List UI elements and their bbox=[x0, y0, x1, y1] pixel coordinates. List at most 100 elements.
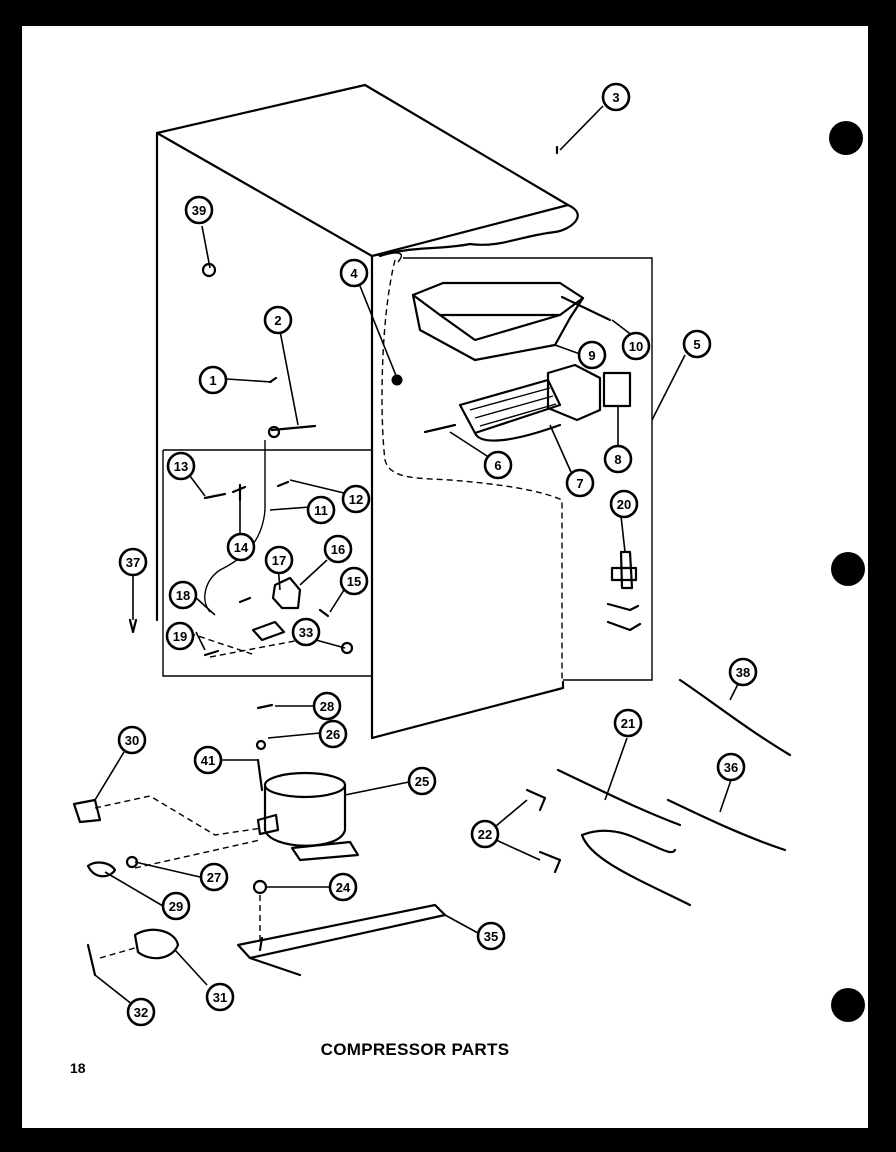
callout-12: 12 bbox=[341, 484, 371, 514]
harness-21 bbox=[556, 768, 682, 827]
callout-label: 28 bbox=[320, 699, 334, 714]
callout-14: 14 bbox=[226, 532, 256, 562]
callout-6: 6 bbox=[483, 450, 513, 480]
callout-37: 37 bbox=[118, 547, 148, 577]
base-rail bbox=[236, 903, 447, 977]
callout-label: 4 bbox=[350, 266, 358, 281]
callout-label: 24 bbox=[336, 880, 351, 895]
callout-32: 32 bbox=[126, 997, 156, 1027]
callout-27: 28 bbox=[312, 691, 342, 721]
callout-label: 14 bbox=[234, 540, 249, 555]
callout-4: 4 bbox=[339, 258, 369, 288]
compressor bbox=[94, 703, 360, 945]
callout-label: 12 bbox=[349, 492, 363, 507]
callout-label: 29 bbox=[169, 899, 183, 914]
punch-hole bbox=[831, 988, 865, 1022]
callout-label: 31 bbox=[213, 990, 227, 1005]
callout-15: 15 bbox=[339, 566, 369, 596]
callout-7: 7 bbox=[565, 468, 595, 498]
callout-21: 21 bbox=[613, 708, 643, 738]
callout-label: 35 bbox=[484, 929, 498, 944]
harness-38 bbox=[678, 678, 792, 757]
callout-label: 36 bbox=[724, 760, 738, 775]
callout-3: 3 bbox=[601, 82, 631, 112]
callout-1: 1 bbox=[198, 365, 228, 395]
page-number: 18 bbox=[70, 1060, 86, 1076]
callout-label: 9 bbox=[588, 348, 595, 363]
callout-label: 39 bbox=[192, 203, 206, 218]
callout-label: 1 bbox=[209, 373, 216, 388]
callout-2: 2 bbox=[263, 305, 293, 335]
callout-13: 13 bbox=[166, 451, 196, 481]
callout-label: 17 bbox=[272, 553, 286, 568]
callout-label: 13 bbox=[174, 459, 188, 474]
callout-label: 37 bbox=[126, 555, 140, 570]
callout-26: 26 bbox=[318, 719, 348, 749]
callout-label: 6 bbox=[494, 458, 501, 473]
water-valve bbox=[606, 550, 642, 632]
callout-label: 22 bbox=[478, 827, 492, 842]
punch-hole bbox=[831, 552, 865, 586]
clip-22b bbox=[538, 850, 562, 874]
harness-21b bbox=[580, 829, 692, 907]
callout-label: 32 bbox=[134, 1005, 148, 1020]
callout-24: 24 bbox=[328, 872, 358, 902]
callout-label: 7 bbox=[576, 476, 583, 491]
callout-31: 31 bbox=[205, 982, 235, 1012]
strip-part bbox=[560, 295, 612, 322]
ice-bucket bbox=[411, 281, 585, 362]
punch-hole bbox=[829, 121, 863, 155]
plate-part bbox=[602, 371, 632, 408]
callout-label: 16 bbox=[331, 542, 345, 557]
callout-39: 39 bbox=[184, 195, 214, 225]
callout-29: 29 bbox=[161, 891, 191, 921]
callout-41: 41 bbox=[193, 745, 223, 775]
callout-label: 27 bbox=[207, 870, 221, 885]
callout-33: 33 bbox=[291, 617, 321, 647]
callout-label: 41 bbox=[201, 753, 215, 768]
callout-20: 20 bbox=[609, 489, 639, 519]
callout-label: 15 bbox=[347, 574, 361, 589]
clip-22 bbox=[525, 788, 547, 812]
callout-label: 25 bbox=[415, 774, 429, 789]
ice-maker bbox=[458, 363, 602, 442]
cabinet-outline bbox=[155, 83, 579, 740]
callout-label: 2 bbox=[274, 313, 281, 328]
harness-36 bbox=[666, 798, 787, 852]
callout-label: 3 bbox=[612, 90, 619, 105]
callout-19: 19 bbox=[165, 621, 195, 651]
callout-label: 10 bbox=[629, 339, 643, 354]
callout-38: 38 bbox=[728, 657, 758, 687]
callout-18: 18 bbox=[168, 580, 198, 610]
callout-5: 5 bbox=[682, 329, 712, 359]
screw bbox=[391, 374, 403, 386]
fill-tube bbox=[423, 423, 457, 434]
callout-label: 20 bbox=[617, 497, 631, 512]
callout-11: 11 bbox=[306, 495, 336, 525]
relay-parts bbox=[72, 798, 180, 977]
callout-9: 9 bbox=[577, 340, 607, 370]
callout-28: 27 bbox=[199, 862, 229, 892]
screw bbox=[128, 618, 138, 634]
control-box bbox=[162, 450, 372, 677]
callout-label: 33 bbox=[299, 625, 313, 640]
callout-label: 21 bbox=[621, 716, 635, 731]
callout-label: 11 bbox=[314, 503, 328, 518]
callout-25: 25 bbox=[407, 766, 437, 796]
callout-label: 8 bbox=[614, 452, 621, 467]
callout-17: 17 bbox=[264, 545, 294, 575]
callout-label: 5 bbox=[693, 337, 700, 352]
callout-16: 16 bbox=[323, 534, 353, 564]
callout-10: 10 bbox=[621, 331, 651, 361]
callout-36: 36 bbox=[716, 752, 746, 782]
callout-30: 30 bbox=[117, 725, 147, 755]
ice-maker-box bbox=[403, 257, 653, 681]
callout-35: 35 bbox=[476, 921, 506, 951]
callout-22: 22 bbox=[470, 819, 500, 849]
callout-label: 18 bbox=[176, 588, 190, 603]
callout-label: 19 bbox=[173, 629, 187, 644]
callout-8: 8 bbox=[603, 444, 633, 474]
callout-label: 30 bbox=[125, 733, 139, 748]
callout-label: 38 bbox=[736, 665, 750, 680]
